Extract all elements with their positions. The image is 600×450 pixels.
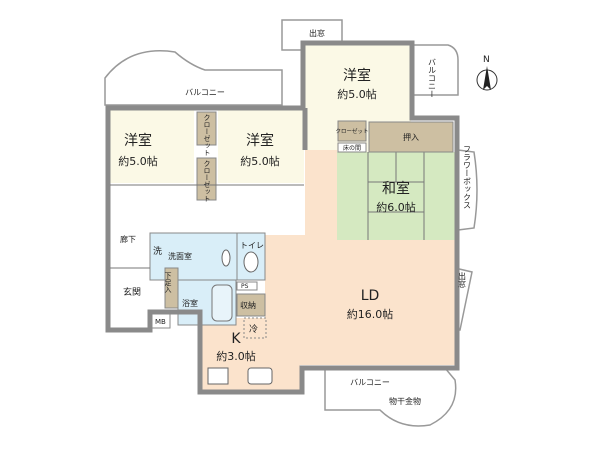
clothes-rack-label: 物干金物 — [389, 396, 421, 406]
outer-walls — [105, 40, 460, 395]
sink-icon — [221, 249, 231, 267]
storage-label: 収納 — [240, 300, 256, 310]
closet-label: クローゼット — [203, 114, 211, 156]
balcony-label: バルコニー — [428, 58, 437, 98]
closet-2 — [196, 157, 217, 201]
room-western-left — [110, 110, 194, 183]
ps-label: PS — [241, 283, 249, 290]
tokonoma-label: 床の間 — [343, 144, 361, 152]
closet-label: クローゼット — [203, 160, 211, 202]
bay-window-label: 出窓 — [458, 271, 467, 288]
storage — [236, 293, 266, 317]
balcony-bottom — [324, 367, 457, 427]
kitchen-sink-icon — [247, 367, 273, 385]
balcony-right — [411, 44, 459, 96]
tokonoma — [337, 142, 367, 153]
room-ld — [265, 150, 455, 390]
bathroom-label: 浴室 — [182, 298, 198, 308]
mb-label: MB — [155, 318, 166, 326]
room-size: 約5.0帖 — [240, 154, 280, 168]
room-size: 約16.0帖 — [347, 307, 394, 321]
room-size: 約5.0帖 — [118, 154, 158, 168]
bay-window-label: 出窓 — [309, 28, 325, 38]
room-name: 洋室 — [124, 132, 152, 149]
room-size: 約5.0帖 — [337, 87, 377, 101]
fridge-space — [243, 317, 267, 339]
closet-label: クローゼット — [335, 127, 368, 135]
oshiire — [368, 121, 454, 153]
room-size: 約6.0帖 — [376, 200, 416, 214]
shoe-storage-label: 下足入 — [164, 272, 172, 293]
washer-label: 洗 — [153, 245, 162, 257]
room-name: LD — [361, 288, 380, 304]
flower-box-label: フラワーボックス — [463, 145, 472, 209]
shoe-storage — [164, 267, 179, 309]
oshiire-label: 押入 — [403, 132, 419, 142]
flower-box — [457, 149, 478, 231]
closet-1 — [196, 111, 217, 146]
tatami-lines — [367, 152, 425, 240]
balcony-top-left — [104, 50, 283, 106]
compass-label: N — [483, 55, 490, 65]
washroom-label: 洗面室 — [168, 251, 192, 261]
bathtub — [211, 284, 233, 322]
ps-box — [236, 281, 258, 291]
toilet-label: トイレ — [240, 241, 264, 250]
room-size: 約3.0帖 — [216, 349, 256, 363]
balcony-label: バルコニー — [185, 88, 225, 97]
room-name: 洋室 — [246, 132, 274, 149]
hallway-label: 廊下 — [120, 234, 136, 244]
room-western-middle — [218, 110, 304, 183]
entrance-label: 玄関 — [123, 286, 141, 298]
closet-3 — [337, 120, 367, 142]
balcony-label: バルコニー — [350, 378, 390, 387]
toilet-icon — [243, 251, 259, 273]
compass-icon — [476, 66, 498, 91]
stove-icon — [207, 367, 229, 385]
room-name: 和室 — [382, 180, 410, 197]
room-name: 洋室 — [343, 67, 371, 84]
room-name: K — [231, 331, 241, 347]
fridge-label: 冷 — [249, 323, 258, 335]
